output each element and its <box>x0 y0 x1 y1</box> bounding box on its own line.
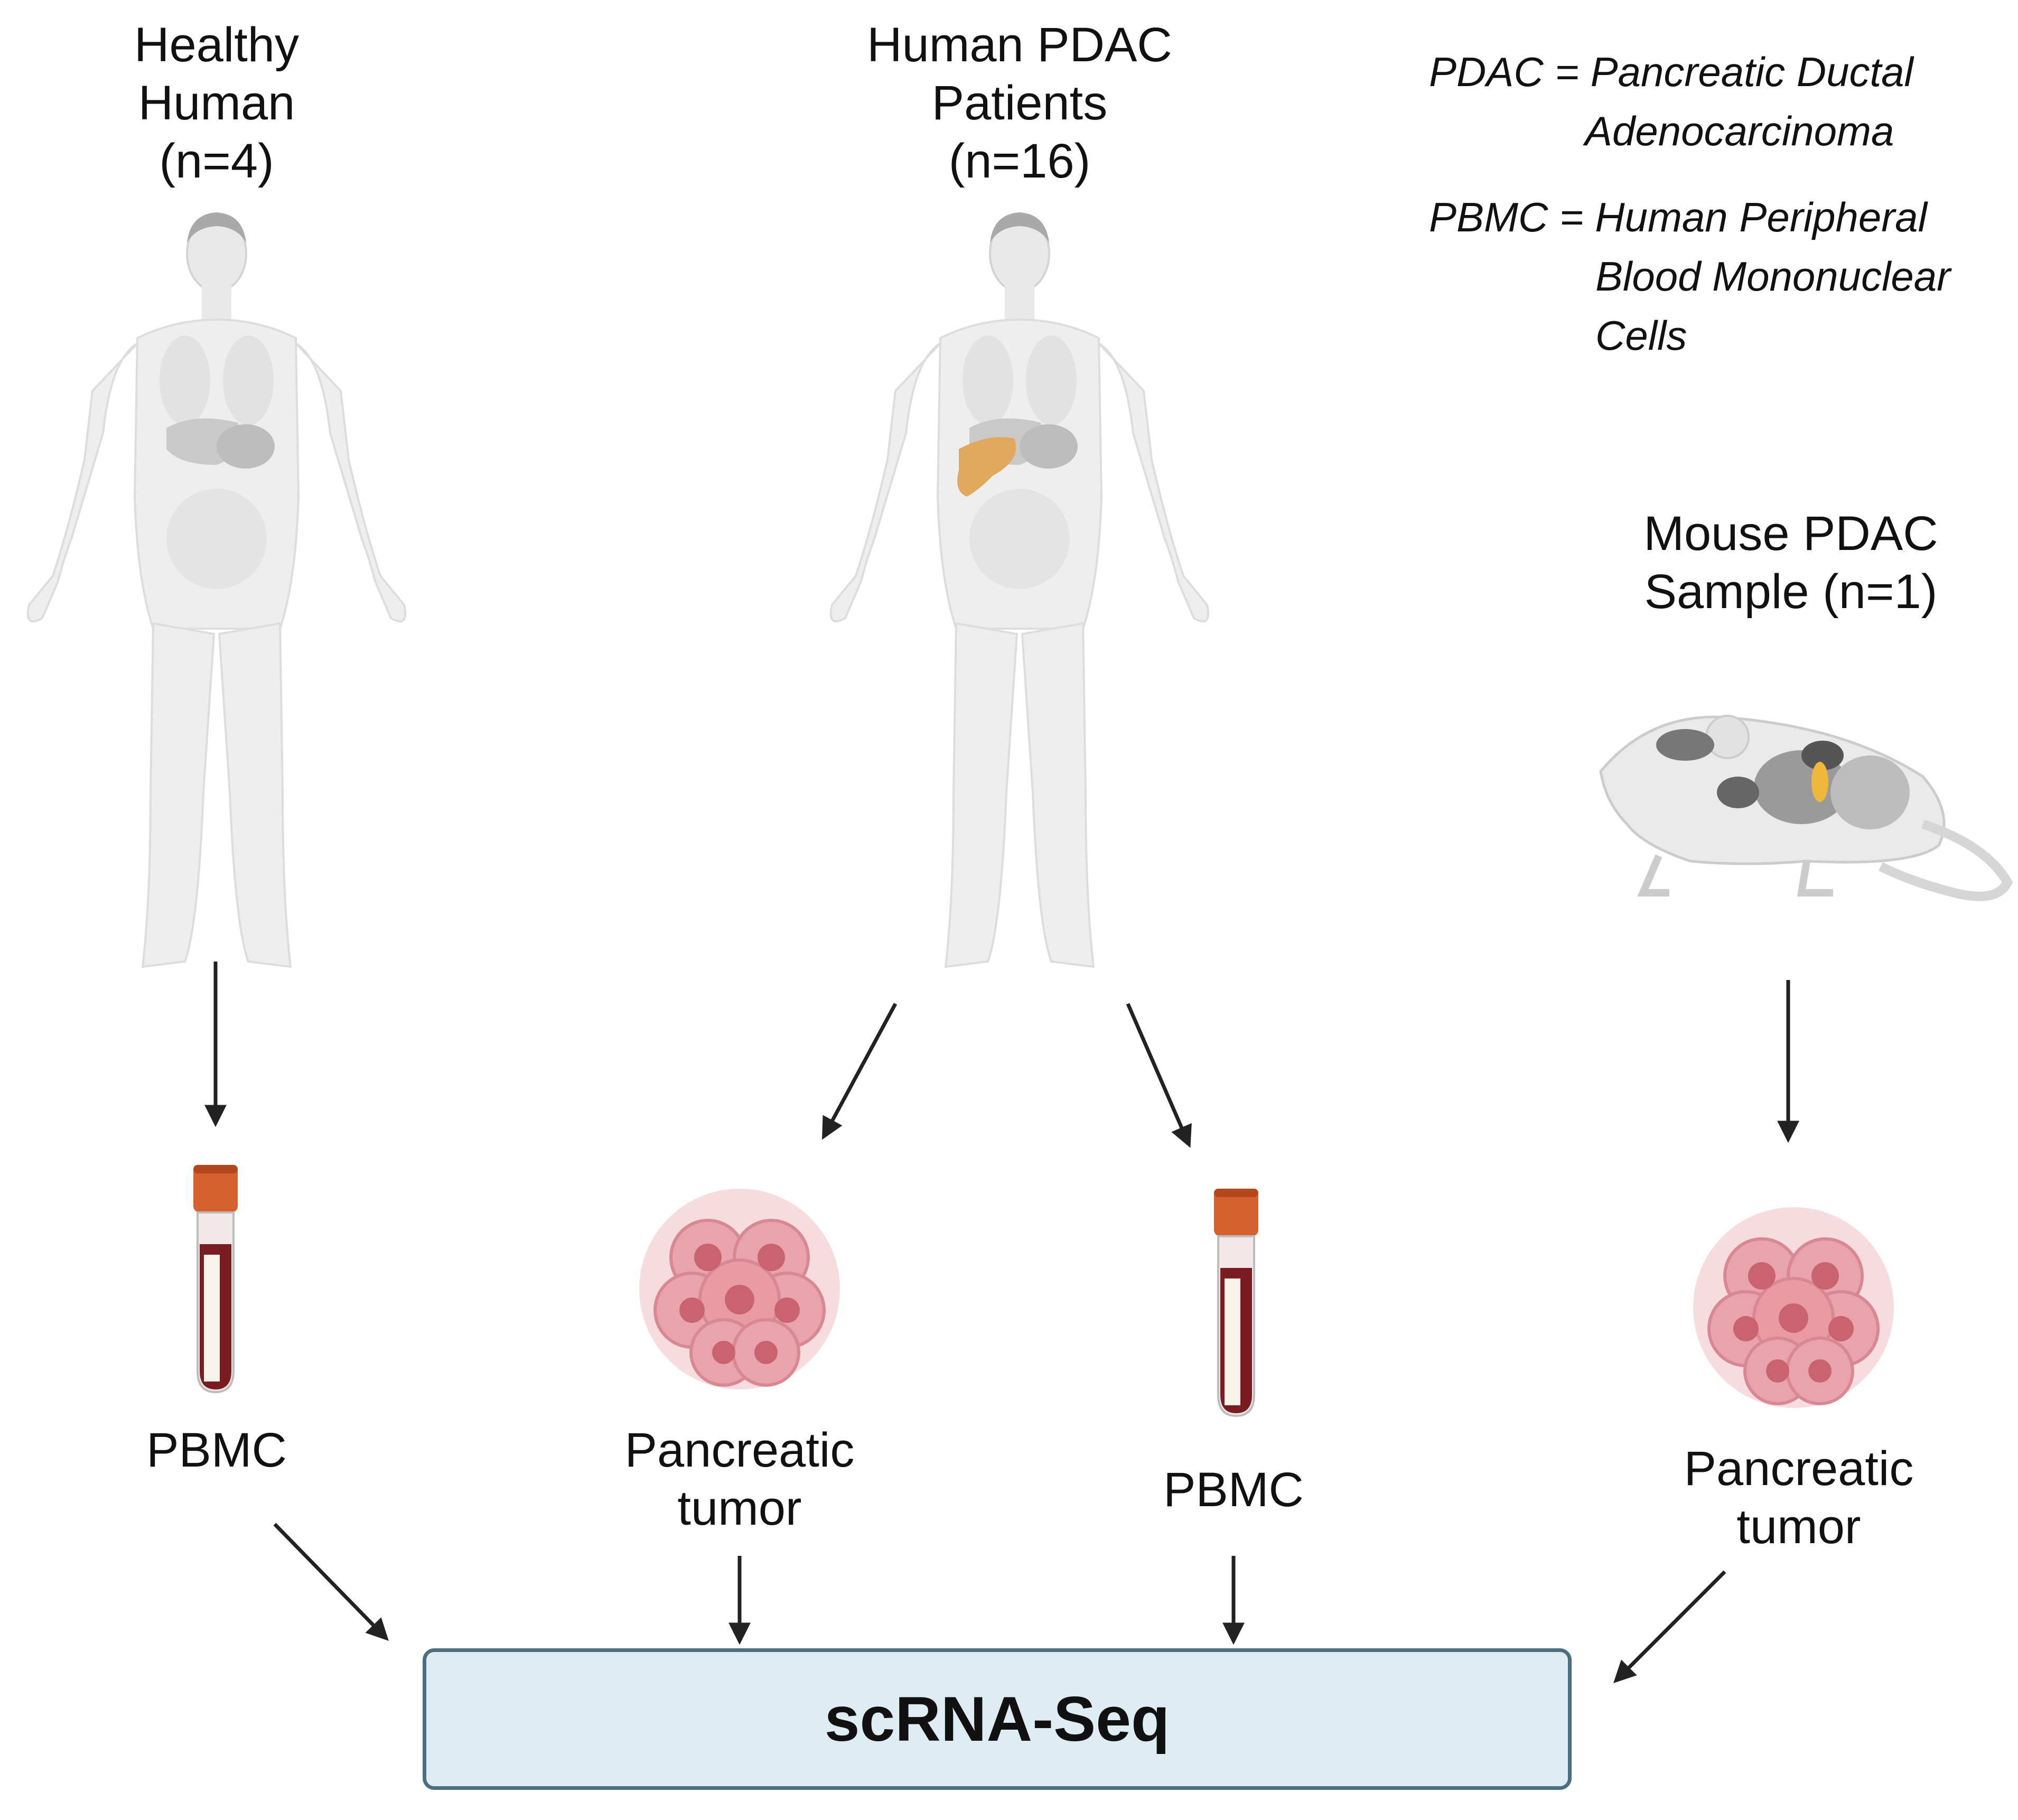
mouse-figure <box>1599 715 2013 901</box>
legend-line: Blood Mononuclear <box>1595 253 1951 300</box>
patient-pbmc-label: PBMC <box>1163 1463 1304 1517</box>
arrow-pbmc-to-seq <box>273 1523 389 1641</box>
legend-line: Adenocarcinoma <box>1585 108 1894 154</box>
label-line: Pancreatic <box>624 1423 855 1477</box>
legend-pbmc: PBMC = Human Peripheral Blood Mononuclea… <box>1429 188 1950 365</box>
scrna-seq-box: scRNA-Seq <box>423 1648 1572 1790</box>
mouse-tumor-icon <box>1693 1207 1894 1408</box>
mouse-pancreas <box>1811 762 1828 802</box>
label-line: Patients <box>931 76 1108 130</box>
legend-line: Cells <box>1595 312 1687 359</box>
patient-tumor-icon <box>639 1189 840 1389</box>
label-line: Healthy <box>134 18 299 72</box>
legend-line: PBMC = Human Peripheral <box>1429 194 1927 240</box>
label-line: Human <box>138 76 295 130</box>
patient-blood-tube <box>1213 1188 1259 1417</box>
label-line: tumor <box>677 1481 802 1535</box>
healthy-pbmc-label: PBMC <box>146 1423 287 1477</box>
label-line: Human PDAC <box>867 18 1172 72</box>
label-line: tumor <box>1736 1500 1861 1554</box>
patient-tumor-label: Pancreatic tumor <box>608 1421 872 1537</box>
healthy-human-figure <box>26 211 407 968</box>
label-line: Mouse PDAC <box>1643 507 1938 561</box>
label-line: Pancreatic <box>1684 1442 1914 1496</box>
healthy-human-label: Healthy Human (n=4) <box>127 16 306 190</box>
pdac-patients-label: Human PDAC Patients (n=16) <box>835 16 1204 190</box>
patient-human-figure <box>829 211 1210 968</box>
healthy-blood-tube <box>192 1164 239 1393</box>
mouse-sample-label: Mouse PDAC Sample (n=1) <box>1606 505 1976 621</box>
legend-line: PDAC = Pancreatic Ductal <box>1429 49 1913 95</box>
label-line: (n=4) <box>159 134 274 188</box>
arrow-patient-to-tumor <box>822 1003 898 1140</box>
legend-pdac: PDAC = Pancreatic Ductal Adenocarcinoma <box>1429 42 1913 161</box>
arrow-patient-to-pbmc <box>1126 1003 1192 1148</box>
label-line: (n=16) <box>948 134 1091 188</box>
label-line: Sample (n=1) <box>1644 565 1938 619</box>
pancreas-highlight <box>957 437 1016 497</box>
mouse-tumor-label: Pancreatic tumor <box>1667 1440 1931 1556</box>
arrow-mouse-tumor-to-seq <box>1613 1570 1726 1683</box>
